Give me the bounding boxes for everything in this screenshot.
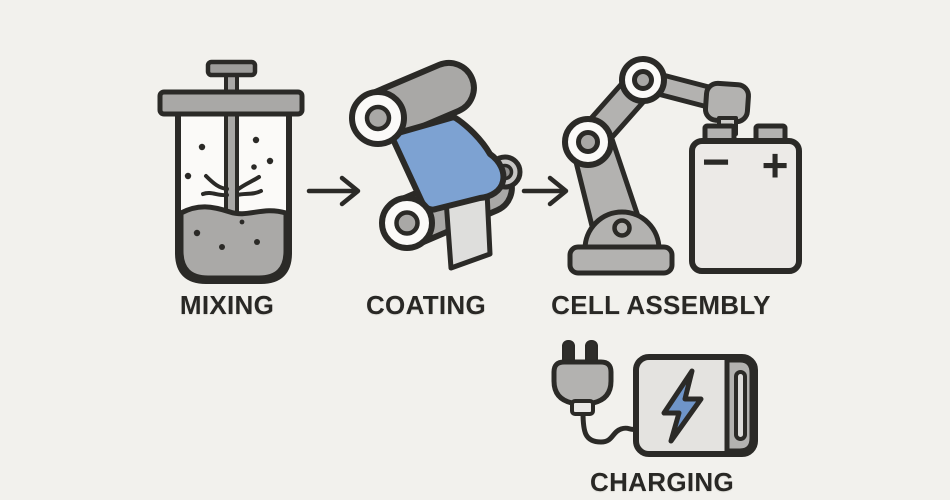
robot-arm-battery-icon: − + <box>562 56 802 276</box>
plug-neck <box>570 399 595 416</box>
slurry-liquid <box>178 204 289 281</box>
arrow-right-icon <box>306 175 361 207</box>
jar-lid <box>157 89 305 117</box>
top-roller-hub <box>364 104 392 132</box>
charging-plug-battery-icon <box>551 340 758 457</box>
battery-plus-symbol: + <box>762 139 789 191</box>
stirrer-blades <box>201 174 263 198</box>
label-cell-assembly: CELL ASSEMBLY <box>551 290 771 320</box>
mixing-jar-icon <box>157 59 305 284</box>
battery-cell-body <box>689 138 802 274</box>
label-coating: COATING <box>365 290 487 320</box>
particle-dots <box>184 136 274 180</box>
jar-outline <box>175 111 292 284</box>
battery-minus-symbol: − <box>702 136 730 189</box>
robot-base-plate <box>567 244 675 276</box>
bottom-roller-hub <box>394 210 420 236</box>
slurry-dots <box>193 219 260 250</box>
label-mixing: MIXING <box>179 290 275 320</box>
plug-body <box>551 359 614 406</box>
robot-shoulder-hub <box>576 130 600 154</box>
roll-coater-icon <box>349 59 523 271</box>
robot-base-pivot <box>612 218 632 238</box>
robot-elbow-hub <box>632 69 654 91</box>
label-charging: CHARGING <box>590 467 734 497</box>
stirrer-handle <box>205 59 258 78</box>
arrow-right-icon <box>521 175 569 207</box>
charging-cell-slot <box>734 370 747 441</box>
charger-cord <box>580 409 641 445</box>
lightning-bolt-icon <box>661 368 704 444</box>
